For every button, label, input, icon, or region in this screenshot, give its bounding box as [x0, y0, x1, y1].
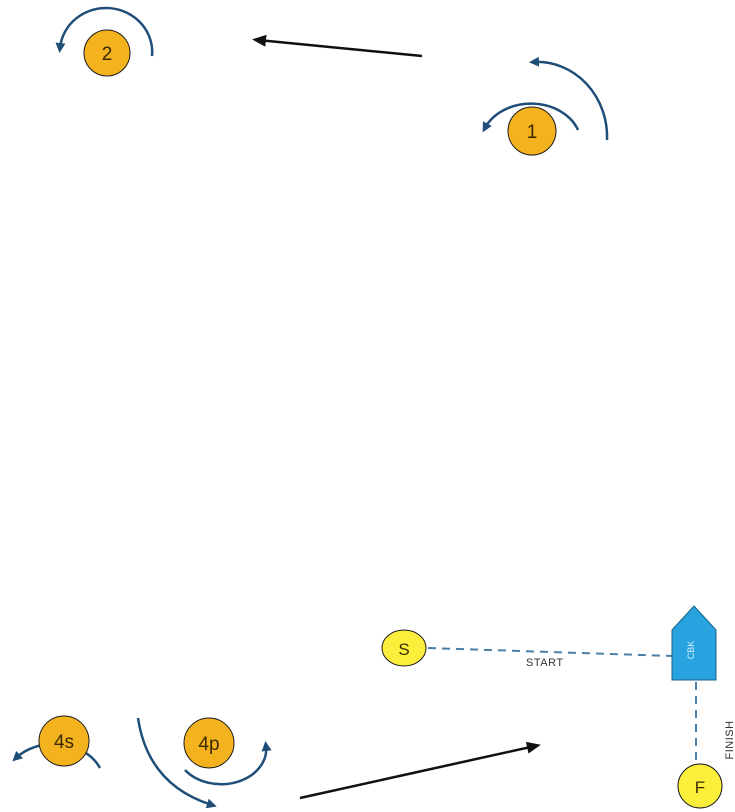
leg-arrow-1-to-2	[252, 34, 423, 58]
mark-1: 1	[482, 56, 609, 156]
finish-pin: F	[677, 763, 723, 809]
mark-1-label: 1	[527, 122, 538, 143]
committee-boat-label: CBK	[686, 641, 696, 660]
mark-2: 2	[55, 6, 154, 77]
rounding-arrow-icon	[184, 741, 272, 786]
rounding-arrow-icon	[482, 102, 580, 133]
committee-boat: CBK	[671, 605, 717, 681]
rounding-arrow-icon	[55, 6, 154, 57]
leg-arrow-to-finish	[299, 741, 541, 800]
mark-4p-buoy	[183, 717, 235, 769]
start-line-label: START	[526, 657, 564, 669]
mark-2-buoy	[83, 29, 131, 77]
mark-1-buoy	[507, 106, 557, 156]
start-pin: S	[381, 629, 427, 667]
finish-line-label: FINISH	[724, 720, 735, 759]
start-line	[427, 647, 673, 657]
start-pin-label: S	[398, 640, 409, 659]
rounding-arrow-icon	[529, 56, 609, 141]
mark-4s-buoy	[38, 715, 90, 767]
finish-pin-label: F	[695, 778, 705, 797]
mark-4s: 4s	[12, 715, 102, 769]
mark-4p-label: 4p	[198, 734, 219, 755]
rounding-arrow-icon	[136, 717, 217, 809]
mark-4s-label: 4s	[54, 732, 74, 753]
mark-4p: 4p	[136, 717, 272, 809]
mark-2-label: 2	[102, 44, 113, 65]
